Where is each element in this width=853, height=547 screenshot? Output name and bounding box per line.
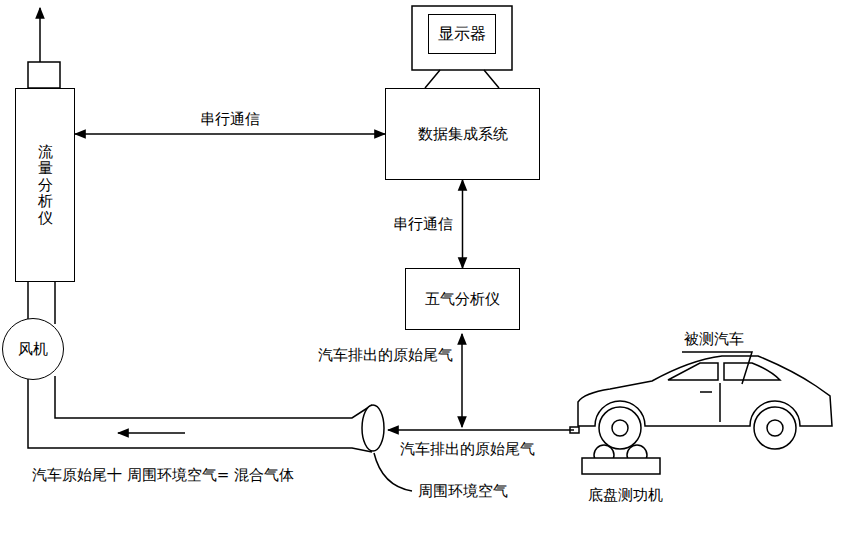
equation-note: 汽车原始尾十 周围环境空气= 混合气体 bbox=[30, 466, 296, 484]
monitor-frame bbox=[412, 6, 512, 70]
exhaust-arrow bbox=[388, 429, 574, 431]
callout-label: 被测汽车 bbox=[682, 330, 746, 348]
node-text: 五气分析仪 bbox=[425, 290, 500, 309]
callout-label: 底盘测功机 bbox=[586, 486, 665, 504]
flow-label: 汽车排出的原始尾气 bbox=[316, 346, 455, 364]
flow-label: 汽车排出的原始尾气 bbox=[398, 440, 537, 458]
outlet-arrow bbox=[39, 8, 41, 62]
fan-circle: 风机 bbox=[2, 318, 64, 380]
car-hub bbox=[767, 420, 783, 436]
monitor-stand bbox=[425, 70, 499, 88]
pipe-wall bbox=[27, 282, 29, 322]
node-text: 风机 bbox=[18, 340, 48, 359]
node-text: 显示器 bbox=[438, 24, 486, 44]
edge-label: 串行通信 bbox=[391, 215, 455, 233]
pipe-wall bbox=[54, 282, 56, 324]
pipe-wall bbox=[28, 378, 372, 452]
edge-label: 串行通信 bbox=[198, 110, 262, 128]
node-text: 数据集成系统 bbox=[418, 125, 508, 144]
process-box: 数据集成系统 bbox=[385, 88, 540, 180]
car-wheel bbox=[599, 407, 641, 449]
car-hub bbox=[612, 420, 628, 436]
node-text: 流量分析仪 bbox=[38, 144, 53, 227]
tailpipe bbox=[570, 427, 579, 433]
leader-line bbox=[682, 352, 752, 384]
car-door bbox=[700, 383, 720, 422]
pipe-wall bbox=[55, 376, 372, 418]
analyzer-box: 五气分析仪 bbox=[405, 268, 520, 330]
dyno-base bbox=[582, 458, 660, 474]
flow-arrow bbox=[118, 432, 185, 434]
monitor-screen: 显示器 bbox=[428, 14, 496, 54]
outlet-nozzle bbox=[28, 62, 60, 88]
callout-label: 周围环境空气 bbox=[416, 482, 510, 500]
intake-funnel bbox=[362, 405, 384, 451]
car-window bbox=[668, 363, 780, 380]
leader-line bbox=[374, 453, 412, 491]
connector-arrow bbox=[462, 180, 464, 268]
analyzer-box: 流量分析仪 bbox=[15, 88, 75, 282]
sample-arrow bbox=[461, 334, 463, 427]
car-wheel bbox=[754, 407, 796, 449]
connector-arrow bbox=[75, 133, 385, 135]
